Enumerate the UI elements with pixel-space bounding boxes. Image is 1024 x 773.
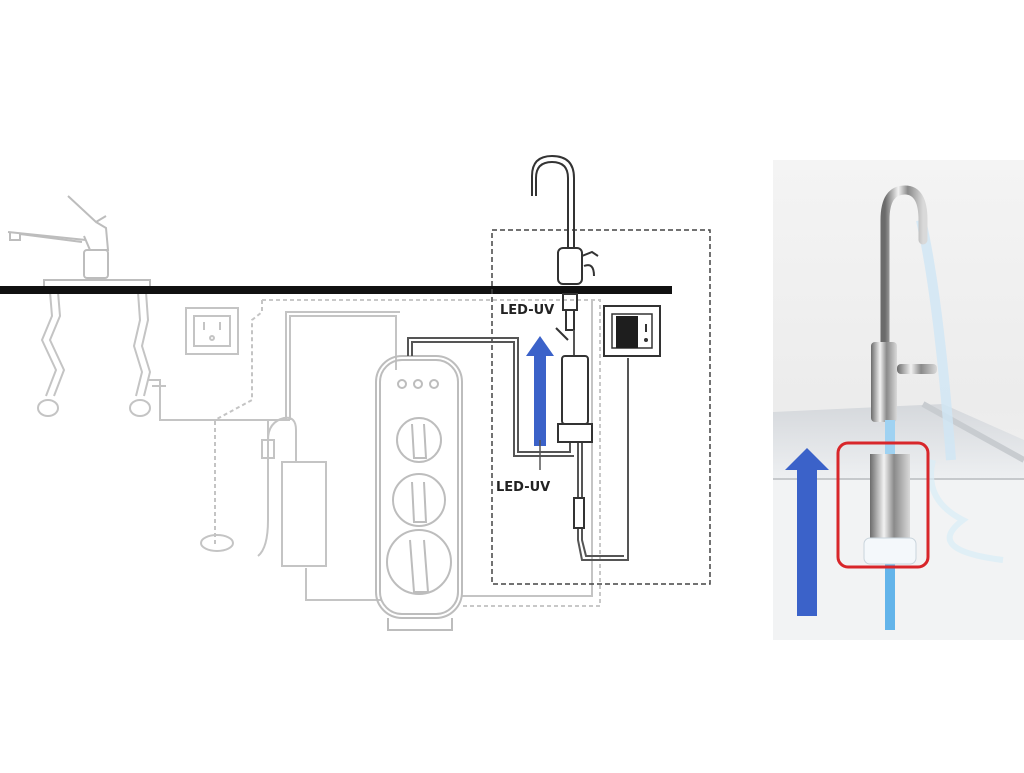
flow-arrow-icon: [526, 336, 554, 446]
supply-hoses: [37, 291, 290, 421]
drain-line: [214, 300, 263, 544]
power-adapter-icon: [257, 416, 327, 567]
installation-area: [491, 229, 711, 585]
drinking-faucet-icon: [880, 185, 928, 355]
faucet-photo-panel: [773, 160, 1024, 640]
countertop: [0, 286, 672, 294]
led-uv-module-icon: [870, 454, 910, 540]
kitchen-faucet-icon: [7, 195, 151, 291]
led-uv-label-upper: LED-UV: [500, 303, 555, 318]
faucet-photo: [773, 160, 1024, 640]
ro-filter-unit-icon: [375, 355, 463, 631]
led-uv-highlight-box: [836, 441, 930, 569]
drinking-faucet-icon: [531, 154, 599, 331]
wall-outlet-icon: [185, 307, 239, 355]
flow-arrow-icon: [785, 448, 829, 616]
wall-outlet-icon: [603, 305, 661, 357]
cable-connector: [573, 497, 585, 529]
drain-saddle: [200, 534, 234, 552]
led-uv-module-icon: [555, 327, 593, 443]
faded-tubing: [285, 300, 593, 601]
led-uv-label-lower: LED-UV: [496, 480, 551, 495]
